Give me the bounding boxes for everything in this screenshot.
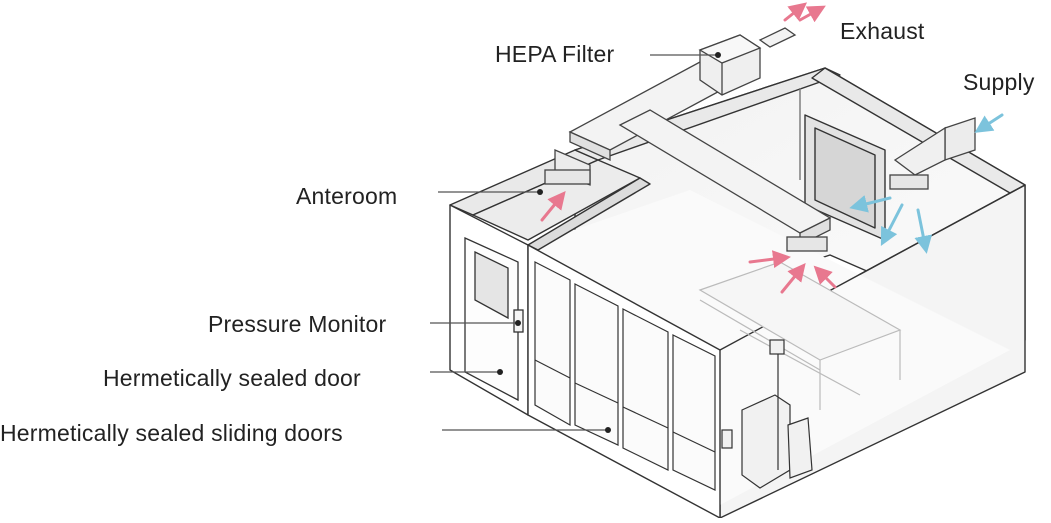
exhaust-arrows: [540, 2, 837, 294]
hepa-filter-label: HEPA Filter: [495, 41, 615, 67]
leader-dots: [497, 52, 721, 433]
anteroom-label: Anteroom: [296, 183, 398, 209]
leader-lines: [430, 54, 718, 431]
exhaust-label: Exhaust: [840, 18, 925, 44]
hermetic-door: [464, 236, 524, 402]
pressure-monitor-label: Pressure Monitor: [208, 311, 387, 337]
supply-label: Supply: [963, 69, 1035, 95]
hermetic-door-label: Hermetically sealed door: [103, 365, 361, 391]
hospital-bed: [698, 261, 902, 410]
supply-arrows: [849, 113, 1004, 254]
medical-equipment: [721, 339, 813, 489]
sliding-doors: [534, 261, 716, 491]
sliding-doors-label: Hermetically sealed sliding doors: [0, 420, 343, 446]
ductwork: [544, 27, 976, 252]
